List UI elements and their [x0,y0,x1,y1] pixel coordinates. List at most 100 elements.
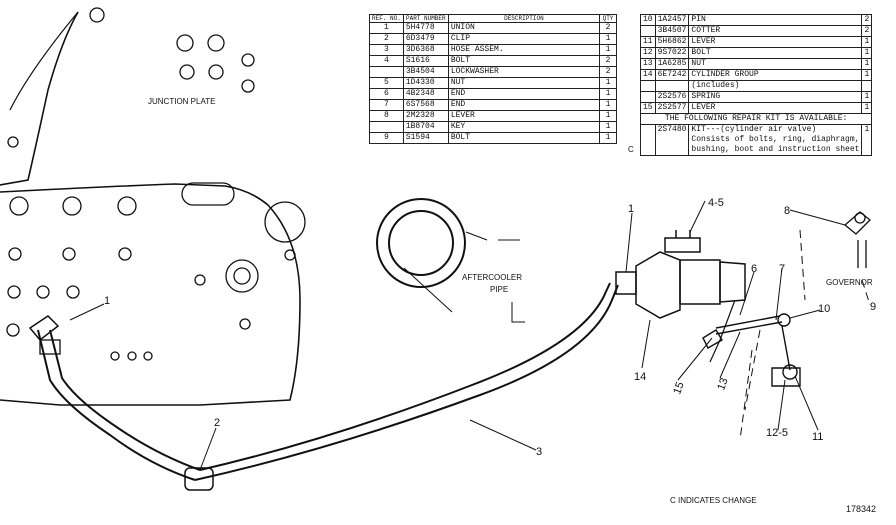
parts-cell-qty: 2 [599,22,617,34]
drawing-number: 178342 [846,504,876,514]
callout-3: 3 [536,446,542,458]
parts-cell-ref-no: 7 [369,99,404,111]
parts-cell-description: HOSE ASSEM. [447,44,601,56]
kit-note-2: bushing, boot and instruction sheet [691,145,860,154]
junction-plate-outline [0,11,301,406]
hose-assembly [28,282,619,491]
parts-cell-ref-no: 3 [369,44,404,56]
parts-cell-part-number: 9S7022 [654,47,690,59]
parts-cell-qty: 1 [599,99,617,111]
callout-leaders [69,200,846,471]
parts-cell-description: KEY [447,121,601,133]
parts-cell-description: COTTER [688,25,863,37]
parts-cell-qty: 1 [861,69,873,81]
parts-cell-qty: 1 [861,47,873,59]
parts-cell-part-number: 1A6285 [654,58,690,70]
callout-14: 14 [634,371,646,383]
parts-cell-ref-no: 6 [369,88,404,100]
callout-10: 10 [818,303,830,315]
parts-cell-qty: 2 [599,55,617,67]
callout-numbers: 1 2 3 1 4-5 6 7 8 9 10 14 15 13 12-5 11 [104,197,876,458]
governor-label: GOVERNOR [826,278,873,287]
parts-cell-ref-no [640,91,656,103]
header-part-number: PART NUMBER [402,14,449,23]
callout-15: 15 [671,380,686,396]
callout-7: 7 [779,263,785,275]
parts-cell-ref-no [369,121,404,133]
parts-cell-ref-no: 14 [640,69,656,81]
parts-table-header: REF. NO. PART NUMBER DESCRIPTION QTY [369,14,617,23]
parts-cell-qty: 1 [599,88,617,100]
parts-cell-description: NUT [688,58,863,70]
cylinder-group [615,230,746,363]
change-note: C INDICATES CHANGE [670,496,757,505]
parts-cell-description: LEVER [688,102,863,114]
header-description: DESCRIPTION [447,14,601,23]
parts-cell-part-number: 6E7242 [654,69,690,81]
parts-cell-part-number: 1A2457 [654,14,690,26]
callout-2: 2 [214,417,220,429]
parts-cell-ref-no: 10 [640,14,656,26]
parts-cell-description: LEVER [447,110,601,122]
parts-cell-part-number: 6S7568 [402,99,449,111]
junction-plate-holes [6,7,306,361]
parts-cell-qty: 2 [861,14,873,26]
parts-cell-ref-no [640,80,656,92]
kit-heading: THE FOLLOWING REPAIR KIT IS AVAILABLE: [639,113,873,125]
parts-cell-description: CYLINDER GROUP [688,69,863,81]
parts-cell-qty: 1 [861,58,873,70]
callout-13: 13 [715,376,730,392]
parts-cell-qty: 1 [599,33,617,45]
parts-row: (includes) [640,80,873,92]
change-mark: C [628,145,634,154]
parts-cell-part-number: 4B2348 [402,88,449,100]
parts-cell-qty: 1 [599,132,617,144]
parts-cell-part-number: 2S2576 [654,91,690,103]
parts-cell-description: LOCKWASHER [447,66,601,78]
parts-cell-description: SPRING [688,91,863,103]
parts-cell-ref-no: 12 [640,47,656,59]
callout-8: 8 [784,205,790,217]
parts-cell-description: (includes) [688,80,863,92]
parts-cell-qty: 1 [599,77,617,89]
parts-cell-part-number [654,80,690,92]
parts-cell-ref-no [640,25,656,37]
parts-cell-part-number: 3B4504 [402,66,449,78]
parts-cell-part-number: 5H6862 [654,36,690,48]
parts-cell-qty: 2 [599,66,617,78]
parts-cell-ref-no: 5 [369,77,404,89]
parts-cell-ref-no: 1 [369,22,404,34]
parts-cell-description: BOLT [447,132,601,144]
aftercooler-pipe-label-1: AFTERCOOLER [462,273,522,282]
parts-table-left: REF. NO. PART NUMBER DESCRIPTION QTY 1 5 H… [369,14,617,144]
parts-cell-description: LEVER [688,36,863,48]
parts-cell-ref-no: 2 [369,33,404,45]
parts-cell-qty: 1 [599,121,617,133]
parts-cell-part-number: 6D3479 [402,33,449,45]
kit-description: KIT---(cylinder air valve) Consists of b… [688,124,863,156]
parts-cell-qty: 1 [599,110,617,122]
junction-plate-arc [9,11,79,111]
callout-1-right: 1 [628,203,634,215]
kit-ref [640,124,656,156]
callout-1-left: 1 [104,295,110,307]
aftercooler-pipe-drawing [376,198,525,323]
parts-cell-ref-no: 15 [640,102,656,114]
kit-qty: 1 [861,124,873,156]
callout-6: 6 [751,263,757,275]
kit-desc: KIT---(cylinder air valve) [691,125,817,134]
parts-cell-part-number: 1B8704 [402,121,449,133]
